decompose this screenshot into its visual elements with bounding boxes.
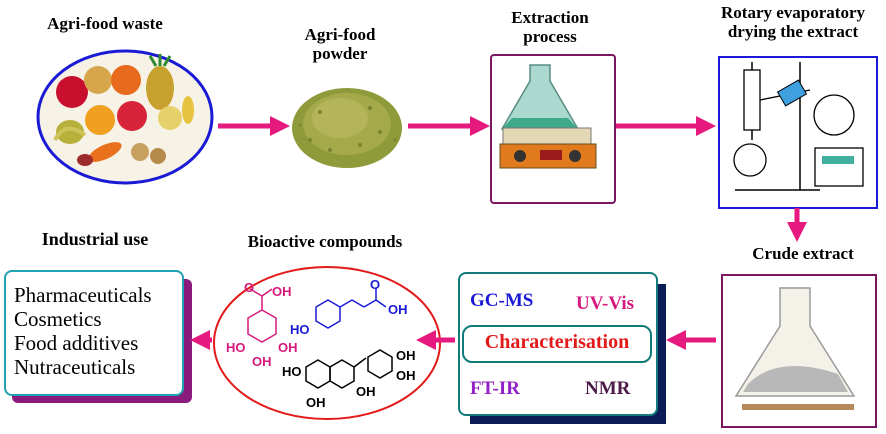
- label-extraction-line1: Extraction: [511, 8, 589, 27]
- label-agri-food-waste: Agri-food waste: [47, 14, 163, 33]
- coumaric-label-ho-left: HO: [290, 322, 310, 337]
- label-agri-food-powder-line2: powder: [312, 44, 368, 63]
- coumaric-label-o: O: [370, 277, 381, 292]
- gallic-label-o: O: [244, 280, 255, 295]
- gallic-label-oh-top: OH: [272, 284, 292, 299]
- industrial-use-frame: [4, 270, 184, 396]
- label-agri-food-powder-line1: Agri-food: [304, 25, 376, 44]
- label-rotary-evaporatory: Rotary evaporatory drying the extract: [700, 3, 886, 41]
- catechin-label-oh-mid: OH: [356, 384, 376, 399]
- gallic-label-oh-bottom: OH: [252, 354, 272, 369]
- characterisation-title-box: [462, 325, 652, 363]
- technique-ft-ir: FT-IR: [470, 378, 520, 399]
- label-rotary-line2: drying the extract: [727, 22, 859, 41]
- industrial-use-item: Pharmaceuticals: [14, 283, 152, 307]
- catechin-label-oh-right1: OH: [396, 348, 416, 363]
- coumaric-label-oh-right: OH: [388, 302, 408, 317]
- industrial-use-item: Cosmetics: [14, 307, 102, 331]
- catechin-label-oh-bottom: OH: [306, 395, 326, 410]
- label-industrial-use: Industrial use: [41, 229, 149, 249]
- industrial-use-list: Pharmaceuticals Cosmetics Food additives…: [14, 283, 152, 379]
- industrial-use-item: Food additives: [14, 331, 139, 355]
- label-crude-extract: Crude extract: [752, 244, 854, 263]
- characterisation-title: Characterisation: [484, 331, 630, 353]
- label-rotary-line1: Rotary evaporatory: [721, 3, 865, 22]
- label-agri-food-powder: Agri-food powder: [290, 25, 390, 63]
- catechin-label-oh-right2: OH: [396, 368, 416, 383]
- technique-uv-vis: UV-Vis: [576, 293, 635, 314]
- catechin-label-ho-left: HO: [282, 364, 302, 379]
- technique-gc-ms: GC-MS: [470, 290, 534, 311]
- label-extraction-process: Extraction process: [495, 8, 605, 46]
- gallic-label-ho-left: HO: [226, 340, 246, 355]
- industrial-use-item: Nutraceuticals: [14, 355, 136, 379]
- label-extraction-line2: process: [523, 27, 577, 46]
- label-bioactive-compounds: Bioactive compounds: [247, 232, 403, 251]
- gallic-label-oh-right: OH: [278, 340, 298, 355]
- technique-nmr: NMR: [585, 378, 631, 399]
